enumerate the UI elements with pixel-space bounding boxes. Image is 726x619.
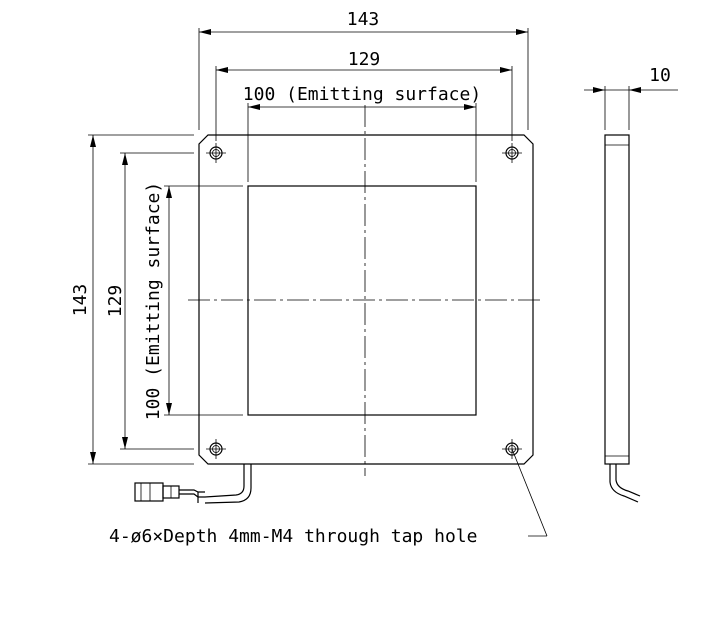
dimension-hole-spacing-width [215, 66, 513, 141]
dimension-thickness [584, 86, 678, 130]
hole-callout-leader [511, 448, 548, 537]
overall-width-label: 143 [347, 9, 380, 30]
cable [204, 464, 252, 504]
dimension-emitting-height [164, 185, 243, 416]
hole-spacing-height-label: 129 [105, 285, 126, 318]
hole-note: 4-ø6×Depth 4mm-M4 through tap hole [109, 526, 477, 547]
plate-outline [198, 134, 534, 465]
hole-spacing-width-label: 129 [348, 49, 381, 70]
dimension-hole-spacing-height [120, 152, 194, 450]
connector [134, 482, 205, 503]
side-view [604, 134, 641, 503]
dimension-emitting-width [247, 103, 477, 182]
thickness-label: 10 [649, 65, 671, 86]
dimension-overall-height [88, 134, 194, 465]
emitting-width-label: 100 (Emitting surface) [243, 84, 481, 105]
dimension-overall-width [198, 28, 529, 130]
tap-hole-top-right [502, 143, 522, 163]
emitting-surface [247, 185, 477, 416]
emitting-height-label: 100 (Emitting surface) [143, 182, 164, 420]
tap-hole-bottom-left [206, 439, 226, 459]
overall-height-label: 143 [70, 284, 91, 317]
tap-hole-top-left [206, 143, 226, 163]
